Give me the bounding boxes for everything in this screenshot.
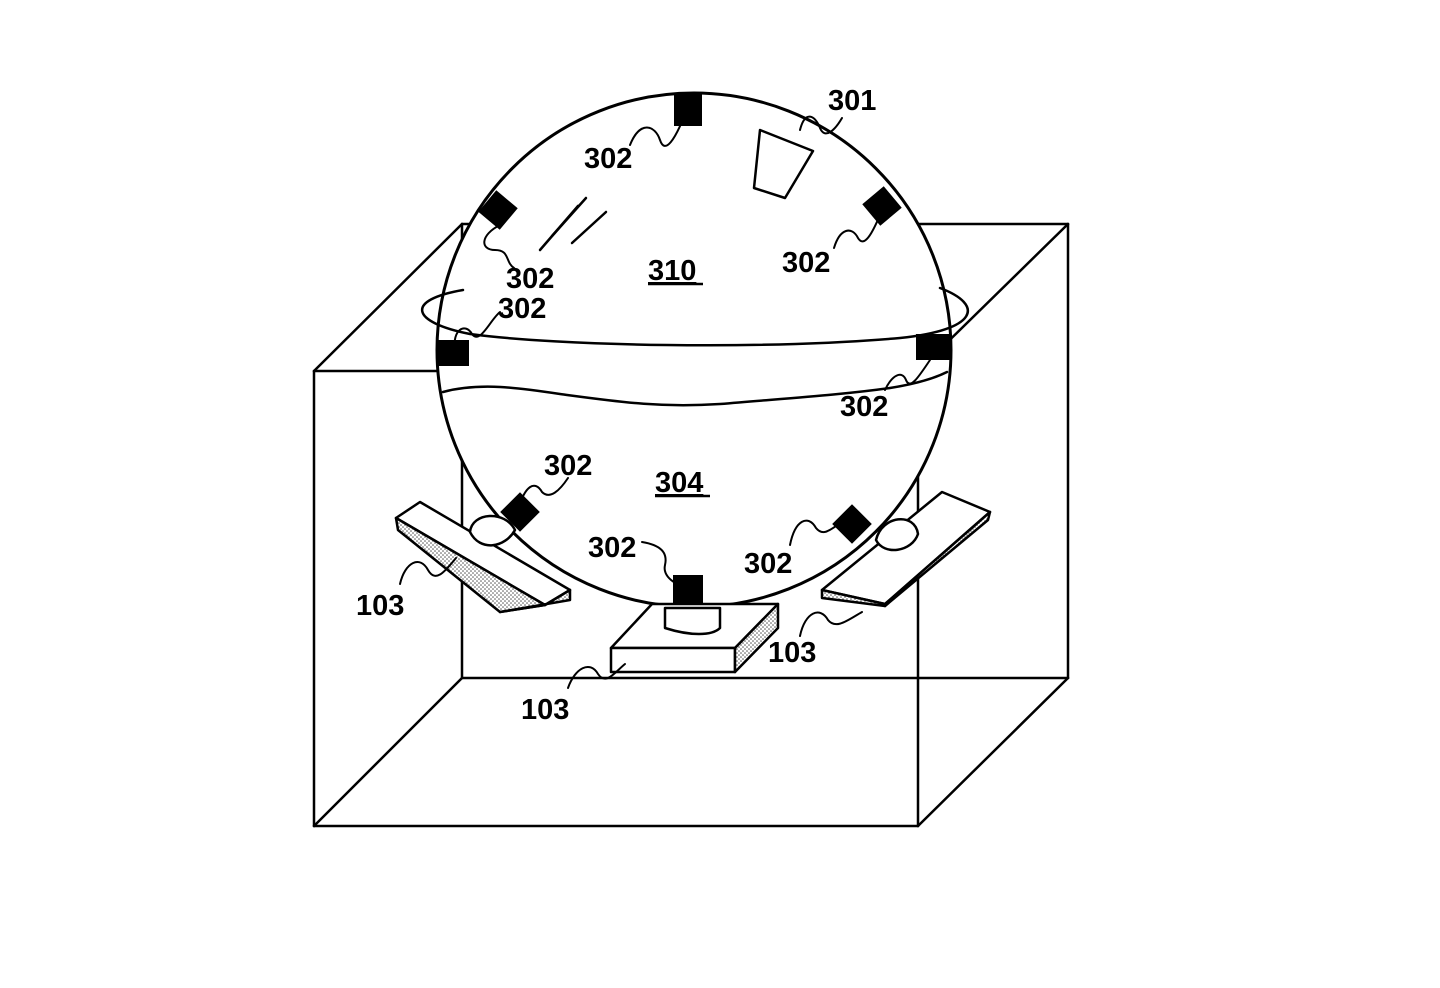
label-actuator-right: 103 [768, 637, 816, 669]
label-sensor-lower-left: 302 [544, 450, 592, 482]
sensor-lower-right [832, 504, 872, 544]
box-bottom-right-depth [916, 676, 1070, 828]
equator-ring [421, 286, 970, 347]
actuator-right [820, 490, 992, 608]
box-top-left-depth [312, 222, 464, 373]
sensor-markers [437, 94, 950, 605]
label-sensor-right: 302 [840, 391, 888, 423]
label-actuator-bottom: 103 [521, 694, 569, 726]
glare-marks [538, 196, 608, 252]
label-sensor-left: 302 [498, 293, 546, 325]
actuator-bottom [609, 602, 780, 674]
sensor-upper-right [862, 186, 902, 226]
actuator-right-ball [874, 518, 920, 552]
sensor-right [916, 334, 950, 360]
leader-lines [399, 111, 931, 689]
actuator-left-ball [468, 514, 517, 547]
camera-301 [752, 128, 815, 200]
box-bottom-left-depth [312, 676, 464, 828]
sensor-top [674, 94, 702, 126]
label-sensor-top: 302 [584, 143, 632, 175]
label-sensor-upper-left: 302 [506, 263, 554, 295]
label-sensor-upper-right: 302 [782, 247, 830, 279]
label-region-310: 310 [648, 255, 696, 287]
label-sensor-bottom: 302 [588, 532, 636, 564]
actuator-left [394, 500, 572, 614]
sensor-upper-left [478, 190, 518, 230]
label-camera: 301 [828, 85, 876, 117]
lower-region-boundary [441, 370, 949, 407]
sensor-left [437, 340, 469, 366]
label-region-304: 304 [655, 467, 703, 499]
label-actuator-left: 103 [356, 590, 404, 622]
actuator-bottom-ball [663, 606, 722, 636]
label-sensor-lower-right: 302 [744, 548, 792, 580]
